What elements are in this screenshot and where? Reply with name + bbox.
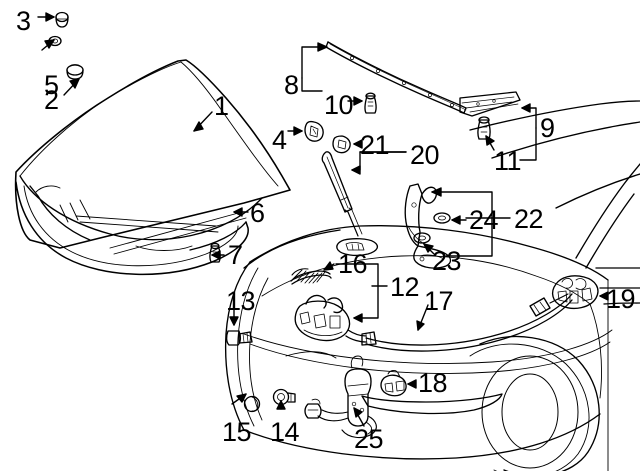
callout-2[interactable]: 2 [44,85,59,115]
callout-5[interactable]: 5 [44,70,59,100]
hood-release-lever-shape [304,355,377,439]
hood-insulator-shape [15,181,249,276]
callout-17[interactable]: 17 [424,286,454,316]
seal-clip-shape [364,92,377,114]
hood-lock-spring-shape [290,268,332,285]
callout-8[interactable]: 8 [284,70,299,100]
callout-21[interactable]: 21 [360,130,390,160]
insulator-clip-shape [209,242,221,263]
callout-16[interactable]: 16 [338,249,368,279]
hood-support-rod-shape [321,151,379,257]
hood-hinge-shape [404,183,452,269]
callout-6[interactable]: 6 [250,198,265,228]
callout-24[interactable]: 24 [469,205,499,235]
car-body-outline [224,100,640,471]
hinge-bushing-shape [433,212,451,224]
callout-18[interactable]: 18 [418,368,448,398]
cowl-top-seal-shape [459,91,521,117]
hinge-washer-shape [413,232,431,244]
callout-13[interactable]: 13 [226,286,256,316]
hood-bumper-cushion-shape [66,64,84,80]
hood-front-seal-shape [325,41,467,114]
hood-release-cable-shape [361,293,573,352]
callout-1-hood[interactable]: 1 [214,91,229,121]
callout-15[interactable]: 15 [222,417,252,447]
callout-12[interactable]: 12 [390,272,420,302]
callout-10[interactable]: 10 [324,90,354,120]
callout-4[interactable]: 4 [272,125,287,155]
callout-20[interactable]: 20 [410,140,440,170]
callout-14[interactable]: 14 [270,417,300,447]
hood-stopper-cushion-shape [55,11,69,28]
callout-7[interactable]: 7 [228,240,243,270]
cable-clamp-shape [380,370,407,397]
hood-clip-retainer-shape [304,120,324,142]
lock-mounting-bolt-shape [225,330,253,346]
support-rod-clip-shape [332,135,351,154]
hood-release-handle-shape [551,275,599,309]
cable-hole-plug-shape [243,395,261,413]
callout-22[interactable]: 22 [514,204,544,234]
callout-11[interactable]: 11 [494,146,522,176]
hood-lock-assembly-shape [294,294,367,343]
cable-grommet-screw-shape [272,388,296,406]
callout-23[interactable]: 23 [432,246,462,276]
callout-1[interactable]: 3 [16,6,31,36]
leader-lines [37,12,609,427]
callout-9[interactable]: 9 [540,113,555,143]
callout-19[interactable]: 19 [606,284,636,314]
callout-25[interactable]: 25 [354,424,384,454]
